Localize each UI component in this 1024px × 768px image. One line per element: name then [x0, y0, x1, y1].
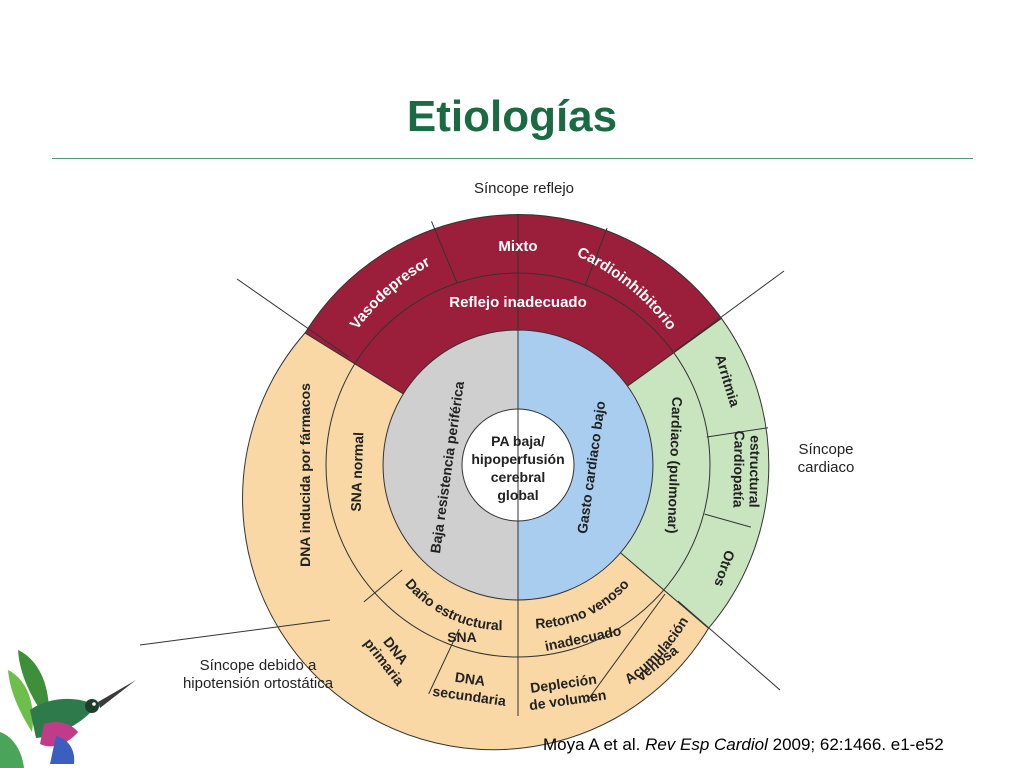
- caption-sincope-ortostatica: Síncope debido a hipotensión ortostática: [182, 657, 334, 692]
- label-sna: SNA: [447, 629, 477, 645]
- label-sna-normal: SNA normal: [348, 432, 367, 512]
- hummingbird-icon: [0, 650, 136, 768]
- sector-dividers: [236, 214, 785, 716]
- title-divider: [52, 158, 973, 159]
- label-reflejo-inadecuado: Reflejo inadecuado: [449, 294, 587, 311]
- label-cardiaco-pulmonar: Cardiaco (pulmonar): [665, 396, 686, 533]
- inner-right-half: [517, 329, 654, 601]
- center-line-1: PA baja/: [491, 433, 545, 449]
- inner-left-half: [382, 329, 519, 601]
- citation: Moya A et al. Rev Esp Cardiol 2009; 62:1…: [543, 735, 944, 754]
- center-line-4: global: [497, 487, 538, 503]
- page-title: Etiologías: [406, 92, 618, 141]
- center-line-3: cerebral: [491, 469, 545, 485]
- caption-sincope-reflejo: Síncope reflejo: [473, 180, 575, 197]
- label-dna-farmacos: DNA inducida por fármacos: [297, 383, 313, 567]
- label-cardiopatia: Cardiopatía estructural: [730, 431, 763, 512]
- label-mixto: Mixto: [498, 238, 537, 255]
- caption-sincope-cardiaco: Síncope cardiaco: [797, 441, 855, 476]
- orthostatic-leader: [139, 619, 331, 646]
- center-line-2: hipoperfusión: [471, 451, 564, 467]
